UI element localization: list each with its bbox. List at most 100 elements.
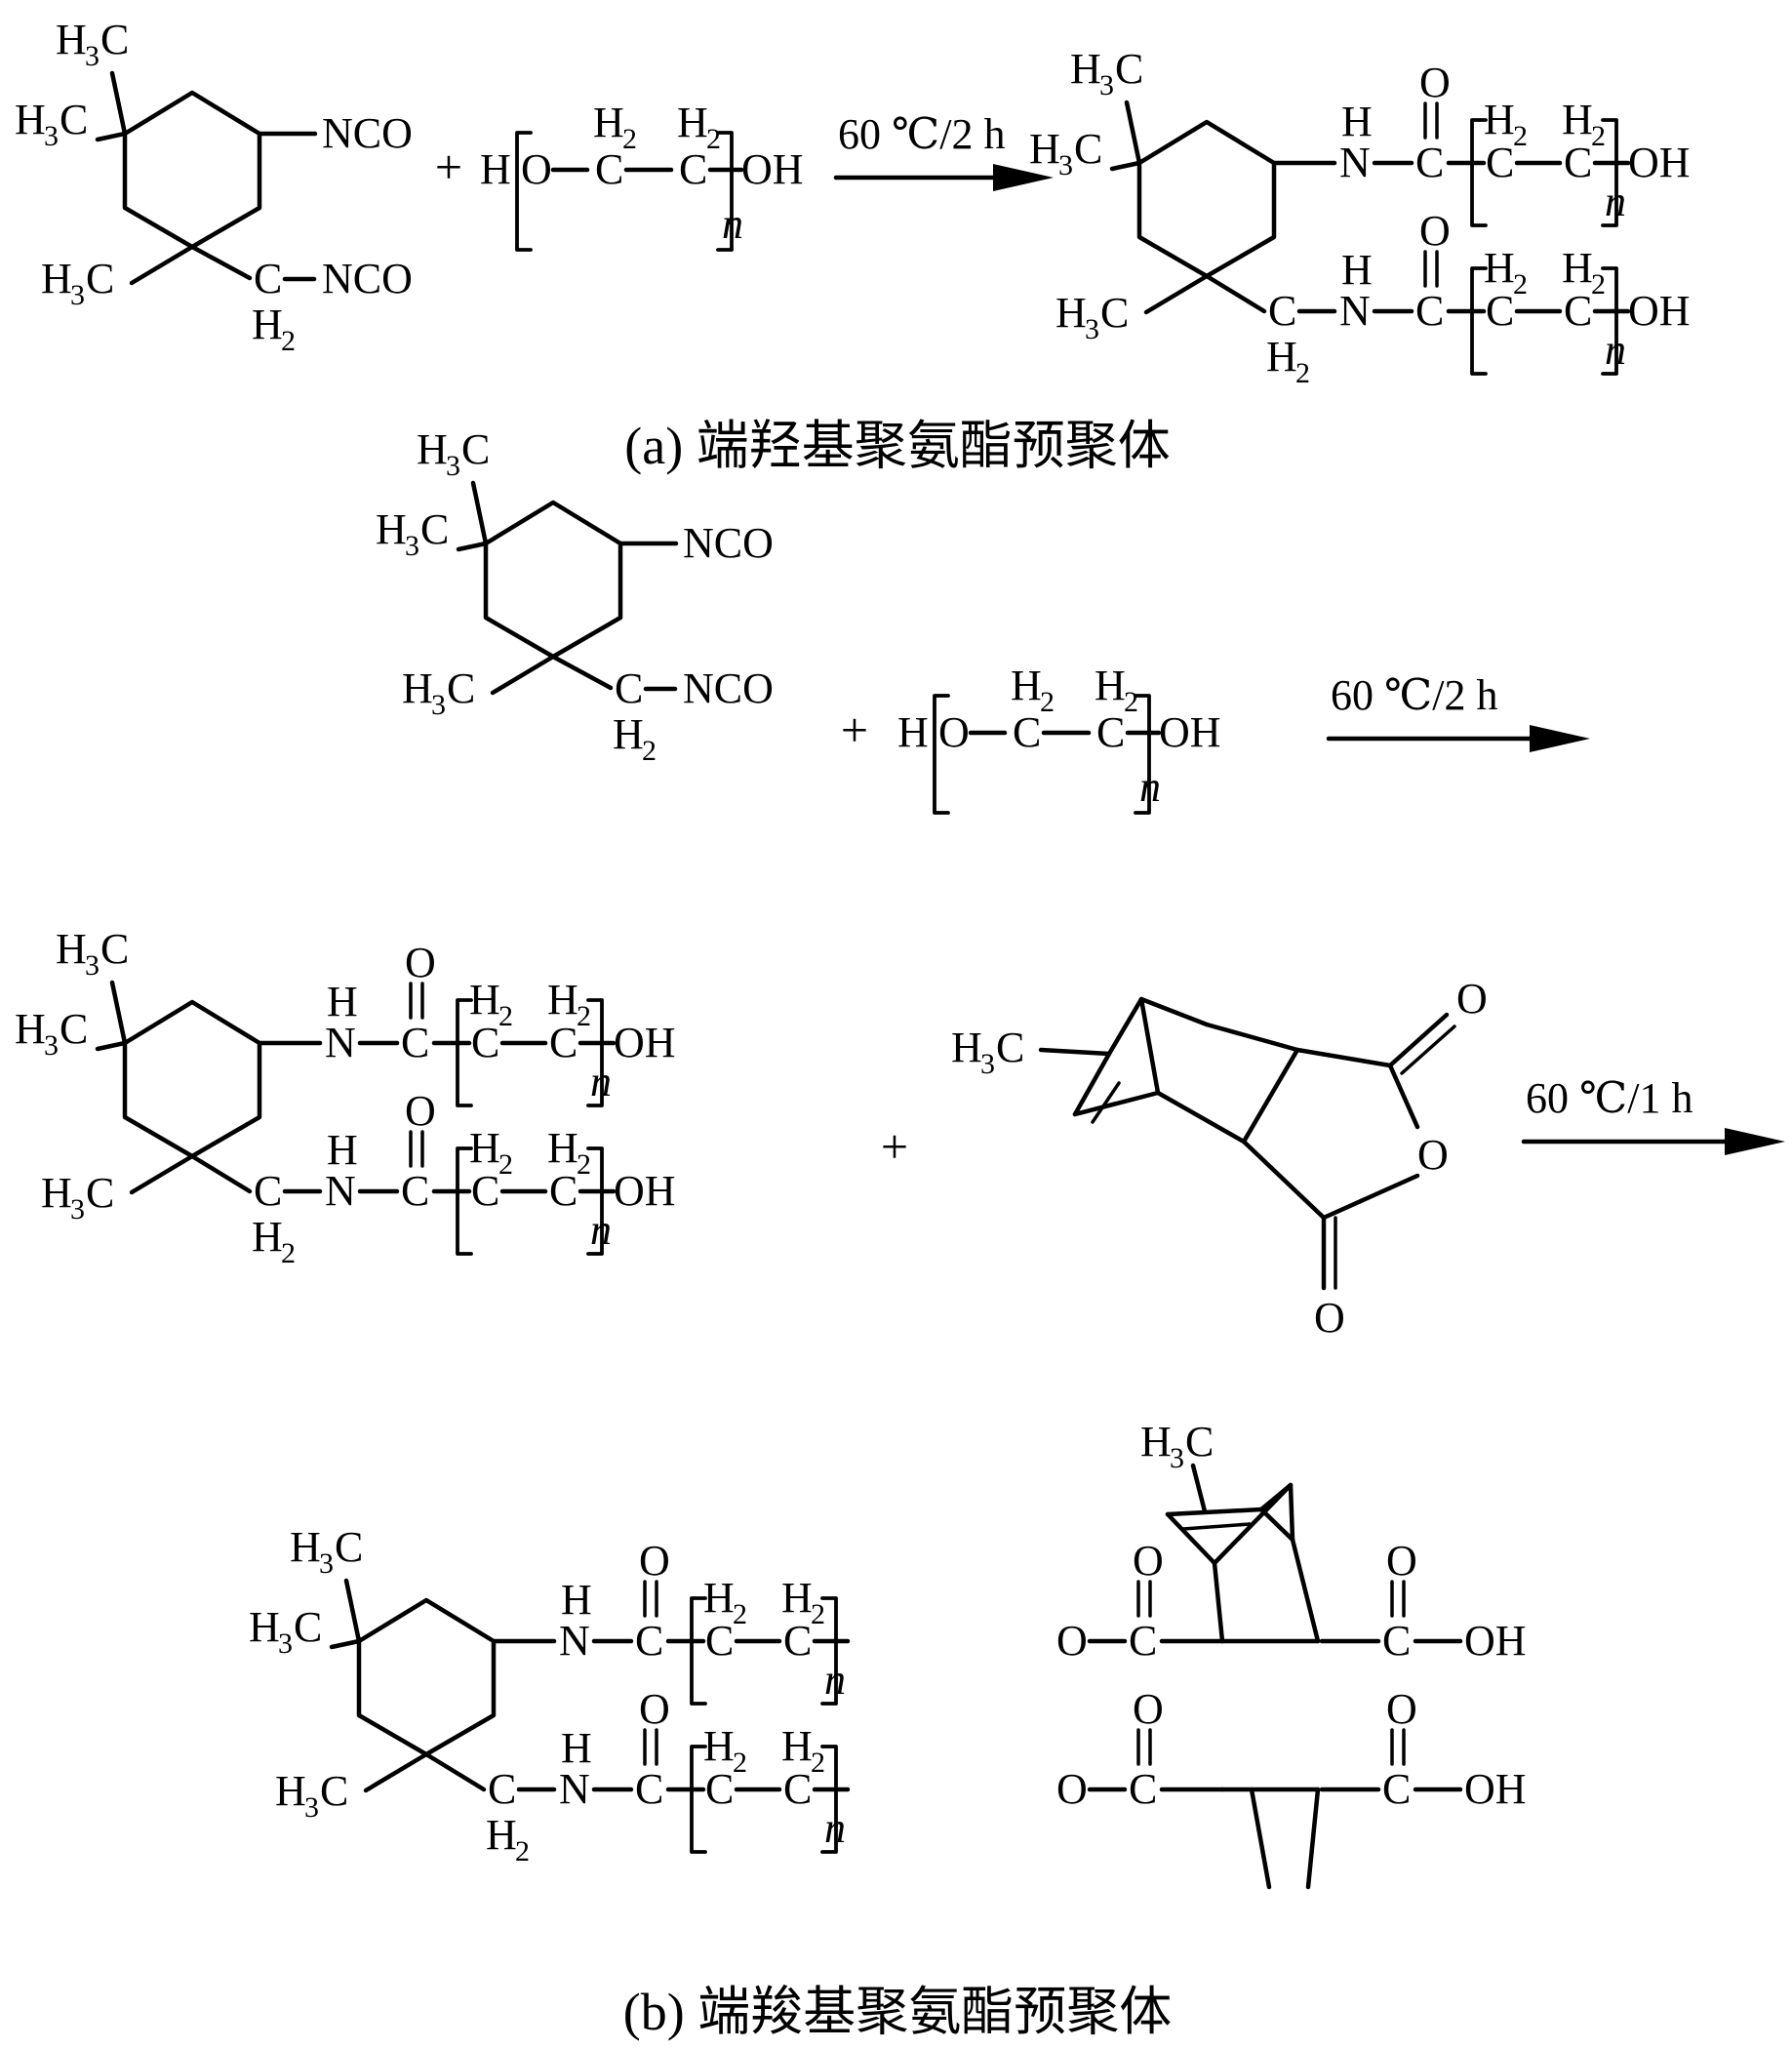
subscript: 2	[1040, 686, 1055, 718]
atom-label: C	[1013, 708, 1041, 756]
atom-label: C	[1415, 139, 1444, 186]
subscript: 3	[1170, 1442, 1184, 1474]
cyclohexane-ring	[483, 500, 623, 660]
atom-label: H	[1341, 98, 1373, 145]
methylene-label: H	[469, 1124, 500, 1172]
methyl-label: C	[1074, 125, 1102, 173]
bond-line	[550, 654, 614, 691]
bond-line	[1241, 1139, 1327, 1221]
methylene-label: H	[593, 99, 624, 146]
atom-label: H	[561, 1576, 592, 1624]
atom-label: C	[471, 1019, 499, 1066]
bond-line	[1241, 1047, 1300, 1145]
methyl-label: C	[86, 1169, 114, 1217]
condition-step-b2: 60 ℃/1 h	[1526, 1074, 1692, 1122]
methyl-label: H	[15, 96, 46, 143]
bond-line	[95, 131, 128, 142]
methyl-label: H	[402, 664, 433, 712]
methyl-label: C	[461, 425, 490, 473]
methylene-label: H	[547, 976, 578, 1024]
methylene-label: H	[1266, 333, 1297, 381]
methyl-label: C	[1185, 1418, 1214, 1466]
bond-line	[423, 1751, 487, 1792]
atom-label: H	[897, 708, 929, 756]
bond-line	[1249, 1787, 1272, 1890]
atom-label: H	[561, 1724, 592, 1772]
repeat-bracket-left	[690, 1745, 707, 1854]
methyl-label: H	[41, 255, 72, 302]
subscript: 2	[811, 1747, 825, 1779]
methyl-label: C	[86, 255, 114, 302]
bond-line	[1387, 1063, 1420, 1130]
methyl-label: H	[56, 925, 87, 973]
methylene-label: H	[781, 1574, 813, 1622]
atom-label: H	[1341, 246, 1373, 294]
methyl-label: C	[335, 1523, 363, 1571]
hydroxyl-label: OH	[614, 1019, 676, 1066]
repeat-bracket-left	[515, 131, 533, 252]
cyclohexane-ring	[1136, 119, 1277, 279]
subscript: 2	[1513, 268, 1528, 301]
subscript: 3	[319, 1547, 334, 1580]
methyl-label: H	[41, 1169, 72, 1217]
atom-label: O	[1419, 207, 1451, 255]
subscript: 2	[498, 1000, 513, 1032]
repeat-count-n: n	[824, 1656, 846, 1704]
bond-line	[1212, 1560, 1225, 1644]
bond-line	[1165, 1511, 1217, 1566]
methyl-label: H	[56, 16, 87, 63]
subscript: 2	[281, 325, 296, 357]
bond-line	[189, 1153, 253, 1194]
repeat-bracket-left	[933, 694, 950, 815]
repeat-bracket-right	[1134, 694, 1151, 815]
bond-line	[1143, 273, 1210, 315]
bond-line	[1038, 1047, 1112, 1057]
atom-label: N	[1339, 139, 1371, 186]
bond-line	[129, 244, 195, 286]
atom-label: C	[1415, 287, 1444, 335]
methyl-label: H	[275, 1767, 306, 1815]
atom-label: N	[325, 1167, 356, 1215]
caption-b: (b) 端羧基聚氨酯预聚体	[623, 1983, 1172, 2041]
atom-label: N	[1339, 287, 1371, 335]
subscript: 3	[44, 1029, 59, 1062]
methyl-label: C	[100, 16, 129, 63]
subscript: 2	[1513, 120, 1528, 152]
subscript: 2	[577, 1148, 591, 1181]
atom-label: C	[705, 1617, 734, 1665]
methyl-label: C	[60, 1005, 88, 1053]
bond-line	[95, 1040, 128, 1052]
bond-line	[1387, 1012, 1450, 1068]
methylene-label: H	[703, 1574, 735, 1622]
methylene-label: H	[1484, 244, 1515, 292]
subscript: 2	[577, 1000, 591, 1032]
bond-line	[1138, 996, 1161, 1096]
hydroxyl-label: OH	[1159, 708, 1221, 756]
methyl-label: H	[1070, 45, 1101, 93]
subscript: 2	[1591, 268, 1606, 301]
bond-line	[1109, 160, 1142, 172]
bond-line	[1288, 1482, 1295, 1543]
atom-label: C	[635, 1765, 663, 1813]
subscript: 3	[70, 279, 85, 311]
methyl-label: C	[294, 1603, 322, 1651]
isocyanate-group: NCO	[322, 109, 413, 157]
isocyanate-group: NCO	[683, 664, 774, 712]
subscript: 2	[642, 735, 657, 767]
atom-label: C	[595, 145, 623, 193]
carbonyl-oxygen: O	[1386, 1685, 1417, 1733]
methyl-label: H	[1029, 125, 1060, 173]
condition-step-a: 60 ℃/2 h	[838, 110, 1005, 158]
bond-line	[1072, 1090, 1161, 1117]
atom-label: C	[549, 1019, 577, 1066]
bond-line	[329, 1638, 362, 1650]
methylene-label: H	[703, 1722, 735, 1770]
bond-line	[1294, 1047, 1393, 1068]
bond-line	[490, 654, 556, 696]
repeat-count-n: n	[1605, 326, 1626, 374]
atom-label: C	[1129, 1765, 1157, 1813]
carboxyl-hydroxyl: OH	[1464, 1617, 1527, 1665]
repeat-bracket-left	[1470, 118, 1488, 227]
subscript: 2	[811, 1598, 825, 1630]
